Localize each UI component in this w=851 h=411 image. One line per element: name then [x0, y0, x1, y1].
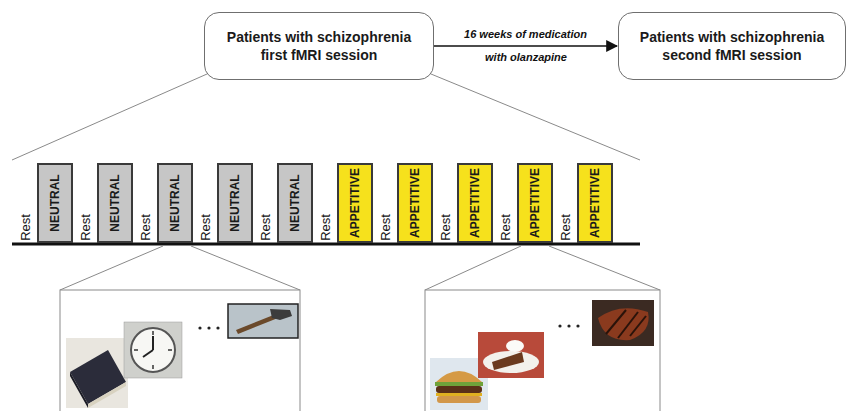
- burger-cheese: [436, 393, 482, 396]
- book-picture: [66, 338, 128, 408]
- box-text: NEUTRAL: [288, 174, 302, 231]
- neutral-block: NEUTRAL: [97, 163, 133, 243]
- edge-note: with olanzapine: [485, 51, 567, 64]
- arrow-connector: [434, 45, 617, 47]
- connector-layer: [434, 46, 617, 47]
- grill-mark: [618, 312, 638, 338]
- zoom-line: [431, 74, 640, 160]
- clock-tick: [152, 331, 154, 335]
- zoom-line: [549, 246, 660, 290]
- neutral-block: NEUTRAL: [37, 163, 73, 243]
- rest-label: Rest: [77, 214, 92, 241]
- grill-mark: [630, 316, 646, 336]
- dot: [198, 326, 201, 329]
- dot: [216, 326, 219, 329]
- book-spine: [70, 372, 88, 408]
- box-text: APPETITIVE: [408, 168, 422, 238]
- neutral-block: NEUTRAL: [157, 163, 193, 243]
- photo-ground: [228, 304, 298, 338]
- box-text: APPETITIVE: [348, 168, 362, 238]
- clock-tick: [152, 365, 154, 369]
- burger-bun: [436, 371, 482, 382]
- session-box: Patients with schizophrenia second fMRI …: [618, 12, 846, 80]
- rest-label: Rest: [497, 214, 512, 241]
- ellipsis-dots: [198, 326, 219, 329]
- box-text: APPETITIVE: [588, 168, 602, 238]
- rest-label: Rest: [197, 214, 212, 241]
- zoom-line: [425, 246, 521, 290]
- dot: [567, 324, 570, 327]
- hammer-picture: [228, 304, 298, 338]
- cream: [506, 340, 524, 352]
- clock-hand: [152, 336, 154, 350]
- appetitive-block: APPETITIVE: [457, 163, 493, 243]
- dot: [558, 324, 561, 327]
- burger-patty: [436, 386, 482, 393]
- appetitive-block: APPETITIVE: [337, 163, 373, 243]
- hammer-handle: [236, 314, 278, 334]
- box-text: APPETITIVE: [528, 168, 542, 238]
- box-text: APPETITIVE: [468, 168, 482, 238]
- session-box: Patients with schizophrenia first fMRI s…: [204, 12, 434, 80]
- neutral-block: NEUTRAL: [217, 163, 253, 243]
- rest-label: Rest: [137, 214, 152, 241]
- rest-label: Rest: [557, 214, 572, 241]
- book-pages: [88, 382, 126, 408]
- photo-ground: [124, 322, 182, 378]
- steak-picture: [592, 300, 654, 346]
- box-text: Patients with schizophrenia first fMRI s…: [215, 28, 423, 64]
- book-cover: [70, 350, 126, 404]
- clock-face: [131, 328, 175, 372]
- cake-slice: [492, 352, 524, 370]
- hammer-head: [270, 309, 292, 320]
- box-text: NEUTRAL: [228, 174, 242, 231]
- rest-label: Rest: [317, 214, 332, 241]
- ellipsis-dots: [558, 324, 579, 327]
- clock-hand: [143, 350, 153, 357]
- neutral-block: NEUTRAL: [277, 163, 313, 243]
- clock-picture: [124, 322, 182, 378]
- rest-label: Rest: [377, 214, 392, 241]
- zoom-line: [60, 246, 163, 290]
- cake-picture: [478, 332, 544, 378]
- rest-label: Rest: [17, 214, 32, 241]
- edge-label: 16 weeks of medication: [464, 28, 587, 41]
- photo-ground: [592, 300, 654, 346]
- stimulus-panel: [60, 290, 300, 411]
- box-text: Patients with schizophrenia second fMRI …: [629, 28, 835, 64]
- dot: [207, 326, 210, 329]
- rest-label: Rest: [437, 214, 452, 241]
- plate: [483, 351, 539, 373]
- burger-lettuce: [435, 382, 483, 386]
- appetitive-block: APPETITIVE: [577, 163, 613, 243]
- photo-ground: [66, 338, 128, 408]
- stimulus-panel: [425, 290, 660, 411]
- zoom-line: [12, 74, 207, 160]
- clock-tick: [134, 349, 138, 351]
- box-text: NEUTRAL: [168, 174, 182, 231]
- zoom-line: [191, 246, 300, 290]
- appetitive-block: APPETITIVE: [397, 163, 433, 243]
- box-text: NEUTRAL: [48, 174, 62, 231]
- photo-ground: [478, 332, 544, 378]
- steak-meat: [598, 308, 649, 340]
- dot: [576, 324, 579, 327]
- box-text: NEUTRAL: [108, 174, 122, 231]
- appetitive-block: APPETITIVE: [517, 163, 553, 243]
- clock-tick: [168, 349, 172, 351]
- burger-bun: [437, 396, 481, 403]
- rest-label: Rest: [257, 214, 272, 241]
